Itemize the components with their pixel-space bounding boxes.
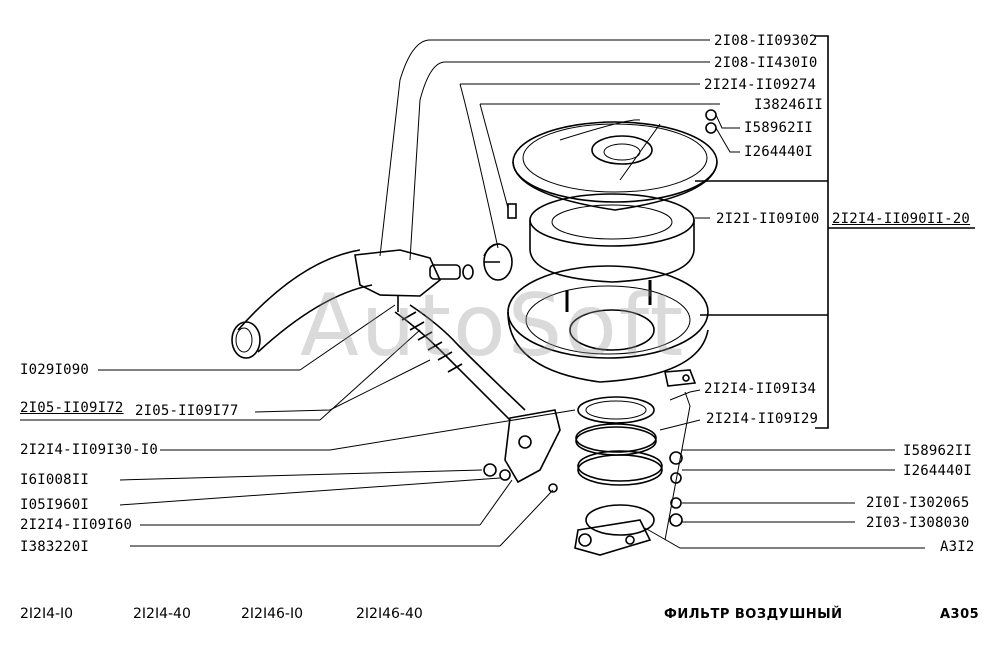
part-label: 2I2I4-II09I60 xyxy=(20,517,133,533)
part-label: 2I2I4-II09274 xyxy=(704,77,817,93)
carburetor-flange xyxy=(574,504,655,556)
part-label: 2I03-I308030 xyxy=(866,515,970,531)
part-label: I383220I xyxy=(20,539,90,555)
assembly-label: 2I2I4-II090II-20 xyxy=(832,211,971,227)
model-code: 2I2I4-I0 xyxy=(20,606,74,622)
filter-element xyxy=(529,193,695,283)
part-label: A3I2 xyxy=(940,539,975,555)
model-code: 2I2I4-40 xyxy=(133,606,191,622)
part-label: 2I2I4-II09I30-I0 xyxy=(20,442,159,458)
support-bracket xyxy=(504,409,561,484)
part-label: I05I960I xyxy=(20,497,90,513)
gaskets xyxy=(575,396,663,486)
part-label: I58962II xyxy=(903,443,973,459)
corrugated-hose xyxy=(394,243,526,421)
part-label: 2I05-II09I72 xyxy=(20,400,124,416)
model-code: 2I2I46-I0 xyxy=(241,606,303,622)
intake-pipe xyxy=(231,249,474,359)
watermark: AutoSoft xyxy=(300,276,686,376)
part-label: 2I2I4-II09I29 xyxy=(706,411,819,427)
part-label: I58962II xyxy=(744,120,814,136)
filter-housing xyxy=(507,265,709,387)
part-label: 2I05-II09I77 xyxy=(135,403,239,419)
page-number: A305 xyxy=(940,607,980,622)
part-label: I029I090 xyxy=(20,362,90,378)
model-code: 2I2I46-40 xyxy=(356,606,423,622)
part-label: 2I0I-I302065 xyxy=(866,495,970,511)
filter-cover xyxy=(512,121,718,211)
part-label: 2I08-II09302 xyxy=(714,33,818,49)
part-label: I264440I xyxy=(744,144,814,160)
diagram-title: ФИЛЬТР ВОЗДУШНЫЙ xyxy=(664,607,843,622)
leader-lines xyxy=(20,39,925,549)
part-label: I38246II xyxy=(754,97,824,113)
part-label: I264440I xyxy=(903,463,973,479)
part-label: 2I08-II430I0 xyxy=(714,55,818,71)
part-label: 2I2I4-II09I34 xyxy=(704,381,817,397)
part-label: I6I008II xyxy=(20,472,90,488)
part-label: 2I2I-II09I00 xyxy=(716,211,820,227)
assembly-bracket xyxy=(695,35,975,429)
